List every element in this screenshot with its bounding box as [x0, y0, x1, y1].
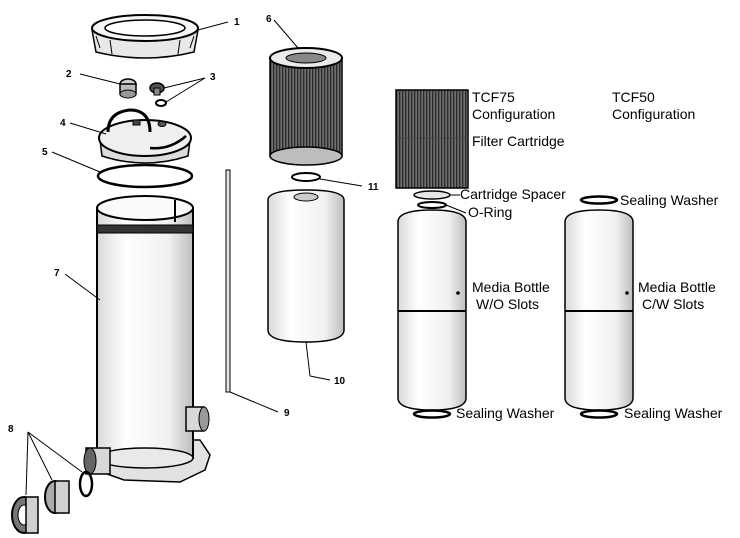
filter-lid-part: [98, 108, 192, 164]
air-relief-tube-part: [225, 169, 231, 393]
leader-1: [197, 21, 229, 31]
tcf75-filter-cartridge: [395, 89, 469, 189]
tcf50-media-bottle-label-line2: C/W Slots: [642, 296, 704, 312]
cartridge-o-ring-part: [291, 172, 321, 182]
leader-8b: [27, 431, 53, 481]
callout-2: 2: [66, 69, 72, 80]
leader-7: [64, 273, 101, 301]
tcf50-configuration: TCF50 Configuration Sealing Washer Media…: [564, 89, 723, 421]
tcf75-media-bottle-label-line1: Media Bottle: [472, 279, 550, 295]
leader-8c: [27, 431, 83, 473]
callout-6: 6: [266, 14, 272, 25]
tcf75-o-ring: [417, 201, 447, 209]
tcf50-media-bottle-label-line1: Media Bottle: [638, 279, 716, 295]
union-fitting-part: [11, 470, 94, 534]
leader-5: [51, 151, 101, 173]
leader-11: [319, 178, 363, 187]
leader-2: [79, 73, 121, 85]
media-bottle-part: [267, 189, 345, 343]
air-relief-valve-part: [119, 78, 137, 99]
tcf75-sealing-washer: [412, 409, 452, 419]
lid-o-ring-part: [96, 163, 194, 189]
leader-10a: [305, 341, 311, 377]
tcf50-sealing-washer-bottom: [579, 409, 619, 419]
tcf75-cartridge-spacer: [413, 190, 451, 200]
leader-6: [273, 19, 299, 49]
callout-10: 10: [334, 376, 346, 387]
callout-11: 11: [368, 182, 379, 193]
filter-tank-part: [83, 195, 211, 483]
lock-ring-part: [91, 14, 199, 59]
tcf75-media-bottle-label-line2: W/O Slots: [476, 296, 539, 312]
leader-3b: [165, 77, 206, 103]
callout-8: 8: [8, 424, 14, 435]
callout-9: 9: [284, 408, 290, 419]
leader-9: [229, 391, 279, 413]
tcf75-heading-line1: TCF75: [472, 89, 515, 105]
pleated-cartridge-part: [269, 47, 343, 166]
tcf75-heading-line2: Configuration: [472, 106, 555, 122]
callout-3: 3: [210, 72, 216, 83]
callout-5: 5: [42, 147, 48, 158]
leader-8a: [25, 431, 29, 496]
tcf50-sealing-washer-top-label: Sealing Washer: [620, 192, 719, 208]
tcf50-sealing-washer-bottom-label: Sealing Washer: [624, 405, 723, 421]
leader-10b: [309, 375, 331, 381]
tcf75-cartridge-spacer-label: Cartridge Spacer: [460, 186, 566, 202]
tcf50-sealing-washer-top: [579, 195, 619, 205]
tcf75-filter-cartridge-label: Filter Cartridge: [472, 133, 565, 149]
callout-4: 4: [60, 118, 66, 129]
tcf50-heading-line2: Configuration: [612, 106, 695, 122]
leader-3a: [163, 77, 206, 89]
leader-4: [69, 122, 107, 135]
callout-1: 1: [234, 17, 240, 28]
tcf75-sealing-washer-label: Sealing Washer: [456, 405, 555, 421]
tcf50-heading-line1: TCF50: [612, 89, 655, 105]
tcf75-o-ring-label: O-Ring: [468, 204, 512, 220]
drain-plug-part: [149, 82, 167, 107]
callout-7: 7: [54, 268, 60, 279]
tcf75-configuration: TCF75 Configuration Filter Cartridge Car…: [395, 89, 566, 421]
